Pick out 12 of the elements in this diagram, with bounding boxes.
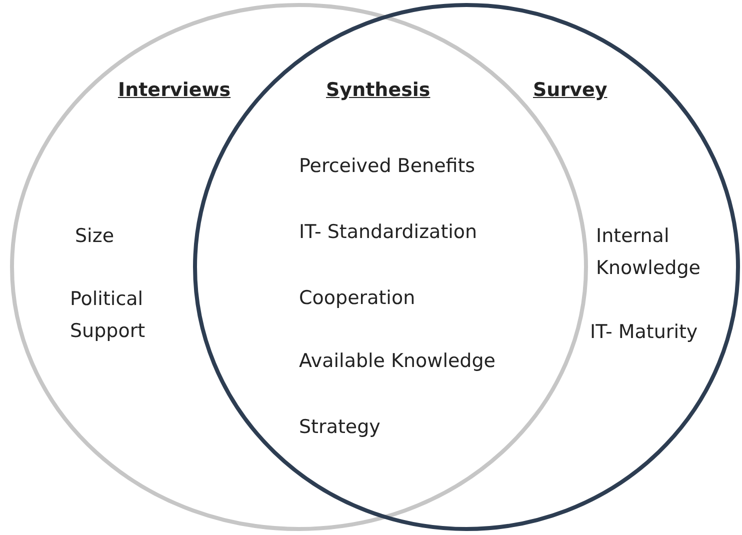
factor-label: Size	[75, 224, 114, 249]
set-heading: Interviews	[118, 78, 231, 103]
factor-label: IT- Standardization	[299, 220, 478, 245]
overlap-heading: Synthesis	[326, 78, 430, 103]
set-heading: Survey	[533, 78, 608, 103]
factor-label: Internal Knowledge	[596, 224, 702, 281]
factor-label: Available Knowledge	[299, 349, 496, 374]
factor-label: Strategy	[299, 415, 380, 440]
factor-label: Political Support	[70, 287, 146, 344]
factor-label: IT- Maturity	[590, 320, 698, 345]
factor-label: Perceived Benefits	[299, 154, 476, 179]
factor-label: Cooperation	[299, 286, 416, 311]
